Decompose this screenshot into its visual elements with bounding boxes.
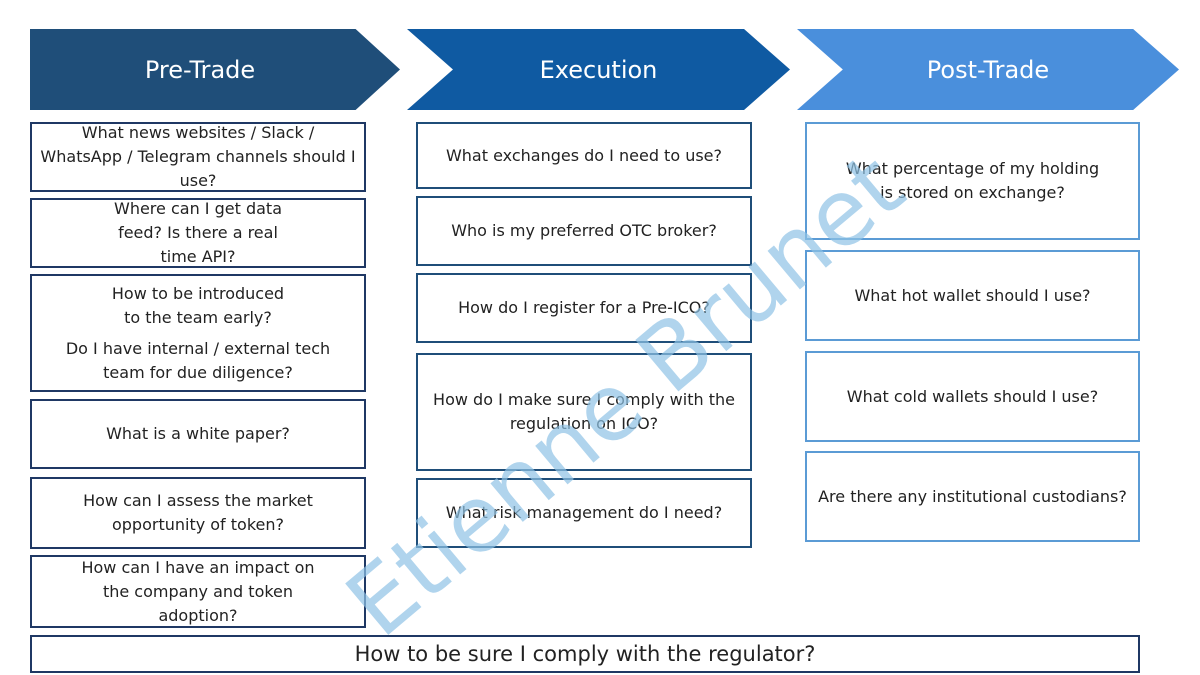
- question-text: How can I assess the market opportunity …: [83, 491, 313, 534]
- stage-post-trade: Post-Trade: [797, 29, 1179, 110]
- question-text: What percentage of my holding is stored …: [845, 159, 1100, 202]
- stage-execution-label: Execution: [539, 55, 658, 84]
- question-box: Who is my preferred OTC broker?: [416, 196, 752, 266]
- question-box: Are there any institutional custodians?: [805, 451, 1140, 542]
- question-box: How can I have an impact on the company …: [30, 555, 366, 628]
- question-box: What cold wallets should I use?: [805, 351, 1140, 442]
- question-text: Who is my preferred OTC broker?: [451, 221, 717, 240]
- question-box: What exchanges do I need to use?: [416, 122, 752, 189]
- question-box: How do I register for a Pre-ICO?: [416, 273, 752, 343]
- question-text: What exchanges do I need to use?: [445, 145, 723, 165]
- question-box: Where can I get data feed? Is there a re…: [30, 198, 366, 268]
- question-box: What risk management do I need?: [416, 478, 752, 548]
- question-box: How do I make sure I comply with the reg…: [416, 353, 752, 471]
- question-text: What news websites / Slack / WhatsApp / …: [40, 123, 356, 190]
- question-text: What cold wallets should I use?: [846, 386, 1099, 406]
- stage-post-trade-label: Post-Trade: [926, 55, 1050, 84]
- footer-question-text: How to be sure I comply with the regulat…: [354, 642, 816, 666]
- question-text: How can I have an impact on the company …: [81, 557, 315, 625]
- question-box: What news websites / Slack / WhatsApp / …: [30, 122, 366, 192]
- question-text: How do I make sure I comply with the reg…: [433, 390, 735, 433]
- question-box: What hot wallet should I use?: [805, 250, 1140, 341]
- question-text: How do I register for a Pre-ICO?: [458, 298, 710, 317]
- question-text: Where can I get data feed? Is there a re…: [114, 199, 282, 266]
- question-box: What is a white paper?: [30, 399, 366, 469]
- question-box: How can I assess the market opportunity …: [30, 477, 366, 549]
- question-text: Do I have internal / external tech team …: [65, 338, 331, 382]
- stage-pre-trade: Pre-Trade: [30, 29, 400, 110]
- question-text: What hot wallet should I use?: [854, 285, 1091, 305]
- question-text: What is a white paper?: [106, 424, 290, 443]
- question-text: How to be introduced to the team early?: [111, 283, 285, 327]
- question-text: Are there any institutional custodians?: [818, 486, 1127, 506]
- stage-execution: Execution: [407, 29, 790, 110]
- question-text: What risk management do I need?: [445, 503, 723, 522]
- question-box: How to be introduced to the team early? …: [30, 274, 366, 392]
- stage-pre-trade-label: Pre-Trade: [144, 55, 256, 84]
- question-box: What percentage of my holding is stored …: [805, 122, 1140, 240]
- footer-question-bar: How to be sure I comply with the regulat…: [30, 635, 1140, 673]
